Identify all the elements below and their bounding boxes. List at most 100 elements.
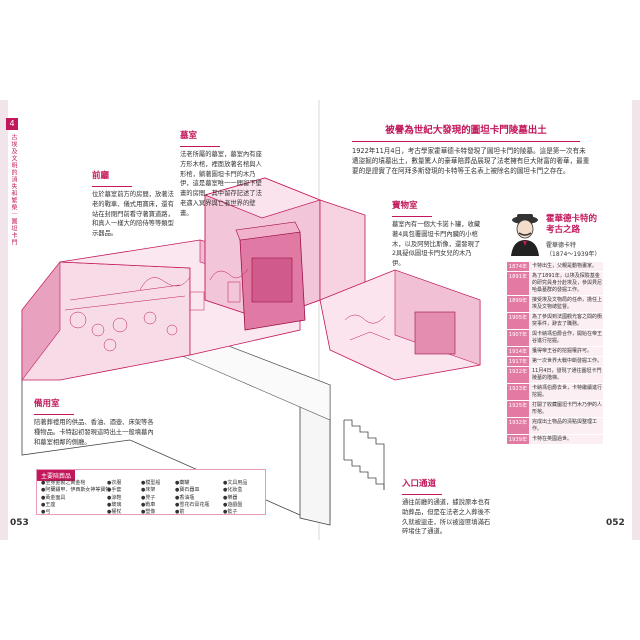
timeline-text: 第一次世界大戰中斷發掘工作。 [529,357,603,366]
legend-item: ●床架 [141,487,156,494]
timeline-row: 1874年卡特出生，父親是動物畫家。 [507,262,603,271]
timeline-text: 打開了收藏圖坦卡門木乃伊的人形棺。 [529,401,603,417]
legend-item: ●玻璃 [107,501,122,508]
annotation-burial-chamber-title: 墓室 [180,131,198,141]
carter-years: （1874～1939年） [546,250,601,258]
annotation-annex-rule [34,414,74,416]
legend-grid: ●全身金製之黃金棺 ●衣服 ●模型船 ●藥罐 ●文具用品 ●阿蘭鏽甲、伊西斯女神等寶物●手… [41,480,263,516]
annotation-entrance: 入口通道 通往前廳的通道，據說原本也有助葬品，但是在法老之入葬後不久就被盜走，所… [402,478,492,537]
book-gutter [318,100,320,540]
annotation-entrance-body: 通往前廳的通道，據說原本也有助葬品，但是在法老之入葬後不久就被盜走，所以被盜匪填… [402,499,491,536]
timeline-text: 與卡納馮伯爵合作，開始在帝王谷進行挖掘。 [529,330,603,346]
carter-box-title: 霍華德卡特的 考古之路 [546,214,597,237]
legend-item: ●弓 [41,509,51,515]
timeline-year: 1925年 [507,401,529,417]
entrance-staircase [343,419,385,490]
timeline-year: 1932年 [507,418,529,434]
carter-portrait [511,214,539,256]
timeline-year: 1899年 [507,296,529,312]
legend-item: ●雪花石膏花瓶 [175,501,210,508]
legend-item: ●全身金製之黃金棺 [41,480,86,486]
intro-paragraph: 1922年11月4日，考古學家霍華德卡特發現了圖坦卡門的陵墓。這是第一次有未遭盜… [352,147,590,176]
carter-title-line-1: 霍華德卡特的 [546,214,598,224]
left-page-edge [0,100,8,540]
timeline-text: 11月4日，發現了通往圖坦卡門陵墓的階梯。 [529,367,603,383]
timeline-row: 1917年第一次世界大戰中斷發掘工作。 [507,357,603,366]
legend-item: ●化妝盒 [223,487,243,494]
legend-item: ●權杖 [107,509,122,515]
legend-item: ●凳子 [141,494,156,501]
carter-name-block: 霍華德卡特 （1874～1939年） [546,242,601,259]
annotation-entrance-rule [402,494,442,496]
legend-item: ●文具用品 [223,480,248,486]
grave-goods-sketch [64,268,391,352]
annotation-annex-body: 陪著葬禮用的供品、香油、酒壺、床架等各種物品。卡特起初發現這時出土一般墳墓內和墓… [34,419,154,446]
timeline-year: 1922年 [507,367,529,383]
timeline-row: 1907年與卡納馮伯爵合作，開始在帝王谷進行挖掘。 [507,330,603,346]
timeline-text: 為了參與到法國觀光客之間的衝突事件，辭去了職務。 [529,313,603,329]
annotation-burial-chamber: 墓室 法老所屬的墓室，墓室內有座方形木棺，裡面放著名棺與人形棺，躺著圖坦卡門的木… [180,130,266,218]
legend-item: ●樂器 [223,494,238,501]
legend-item: ●王座 [41,501,56,508]
burial-chamber [203,177,322,331]
annotation-antechamber-rule [92,186,132,188]
page-number-left: 053 [10,518,29,528]
legend-item: ●手套 [107,487,122,494]
legend-item: ●香油瓶 [175,494,195,501]
timeline-text: 卡特在英國過世。 [529,435,603,444]
timeline-year: 1917年 [507,357,529,366]
legend-item: ●阿蘭鏽甲、伊西斯女神等寶物 [41,487,111,494]
timeline-row: 1939年卡特在英國過世。 [507,435,603,444]
timeline-row: 1905年為了參與到法國觀光客之間的衝突事件，辭去了職務。 [507,313,603,329]
annotation-treasury: 寶物室 墓室內有一個大卡諾卜罐，收藏著4具包覆圖坦卡門內臟的小棺木，以及阿努比斯… [392,200,484,269]
legend-item: ●模型船 [141,480,161,486]
legend-item: ●箭 [175,509,185,515]
chapter-tab: 4 [6,118,18,130]
page-number-right: 052 [606,518,625,528]
timeline-row: 1891年為了1891年，以埃及探險基金的研究員身分赴埃及，參與貝尼哈桑墓群的發… [507,272,603,295]
timeline-text: 卡特出生，父親是動物畫家。 [529,262,603,271]
annotation-treasury-title: 寶物室 [392,201,418,211]
timeline-text: 為了1891年，以埃及探險基金的研究員身分赴埃及，參與貝尼哈桑墓群的發掘工作。 [529,272,603,295]
carter-timeline: 1874年卡特出生，父親是動物畫家。1891年為了1891年，以埃及探險基金的研… [507,262,603,445]
timeline-row: 1925年打開了收藏圖坦卡門木乃伊的人形棺。 [507,401,603,417]
annotation-antechamber-body: 位於墓室前方的房間，放著法老的戰車、儀式用寶床，還有站在封閉門前看守著寶道路，和… [92,191,174,238]
timeline-text: 接受埃及文物局的任命，擔任上埃及文物總監督。 [529,296,603,312]
timeline-year: 1874年 [507,262,529,271]
timeline-row: 1932年完成出土物品的清點與整理工作。 [507,418,603,434]
annotation-antechamber-title: 前廳 [92,171,110,181]
annotation-burial-chamber-rule [180,146,220,148]
treasury [319,199,481,381]
timeline-text: 卡納馮伯爵去世，卡特繼續進行挖掘。 [529,384,603,400]
chapter-side-title: 古埃及文明的消失和繁榮｜圖坦卡門 [10,134,17,246]
legend-item: ●戰車 [141,501,156,508]
timeline-year: 1923年 [507,384,529,400]
timeline-row: 1923年卡納馮伯爵去世，卡特繼續進行挖掘。 [507,384,603,400]
timeline-year: 1914年 [507,347,529,356]
timeline-row: 1914年獲得帝王谷的挖掘權許可。 [507,347,603,356]
annotation-antechamber: 前廳 位於墓室前方的房間，放著法老的戰車、儀式用寶床，還有站在封閉門前看守著寶道… [92,170,174,239]
annotation-annex-title: 備用室 [34,399,60,409]
annotation-treasury-rule [392,216,432,218]
carter-name: 霍華德卡特 [546,242,577,249]
timeline-year: 1891年 [507,272,529,295]
legend-item: ●籃子 [223,509,238,515]
annotation-entrance-title: 入口通道 [402,479,437,489]
legend-item: ●遊戲盤 [223,501,243,508]
annotation-annex: 備用室 陪著葬禮用的供品、香油、酒壺、床架等各種物品。卡特起初發現這時出土一般墳… [34,398,154,447]
section-headline: 被譽為世紀大發現的圖坦卡門陵墓出土 [352,122,580,142]
legend-item: ●塑像 [141,509,156,515]
right-page-edge [632,100,640,540]
legend-item: ●寶石器皿 [175,487,200,494]
carter-title-line-2: 考古之路 [546,225,581,236]
annotation-treasury-body: 墓室內有一個大卡諾卜罐，收藏著4具包覆圖坦卡門內臟的小棺木，以及阿努比斯像，還發… [392,221,481,268]
legend-title: 主要陪葬品 [37,470,76,481]
legend-item: ●涼鞋 [107,494,122,501]
timeline-row: 1899年接受埃及文物局的任命，擔任上埃及文物總監督。 [507,296,603,312]
legend-item: ●衣服 [107,480,122,486]
timeline-text: 完成出土物品的清點與整理工作。 [529,418,603,434]
grave-goods-legend: 主要陪葬品 ●全身金製之黃金棺 ●衣服 ●模型船 ●藥罐 ●文具用品 ●阿蘭鏽甲、伊西斯女… [36,469,266,515]
legend-item: ●藥罐 [175,480,190,486]
